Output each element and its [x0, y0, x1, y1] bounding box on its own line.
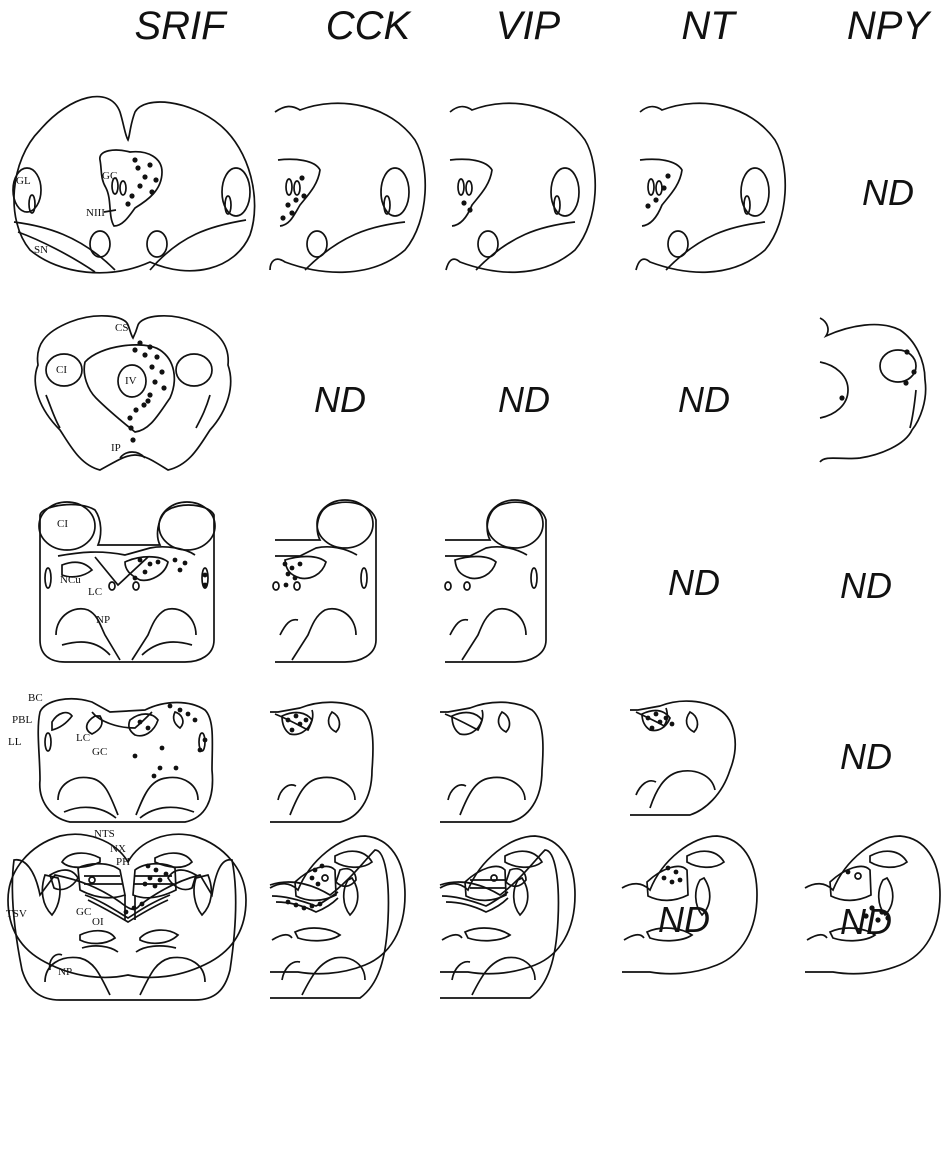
- section-row6-npy: [0, 0, 945, 1161]
